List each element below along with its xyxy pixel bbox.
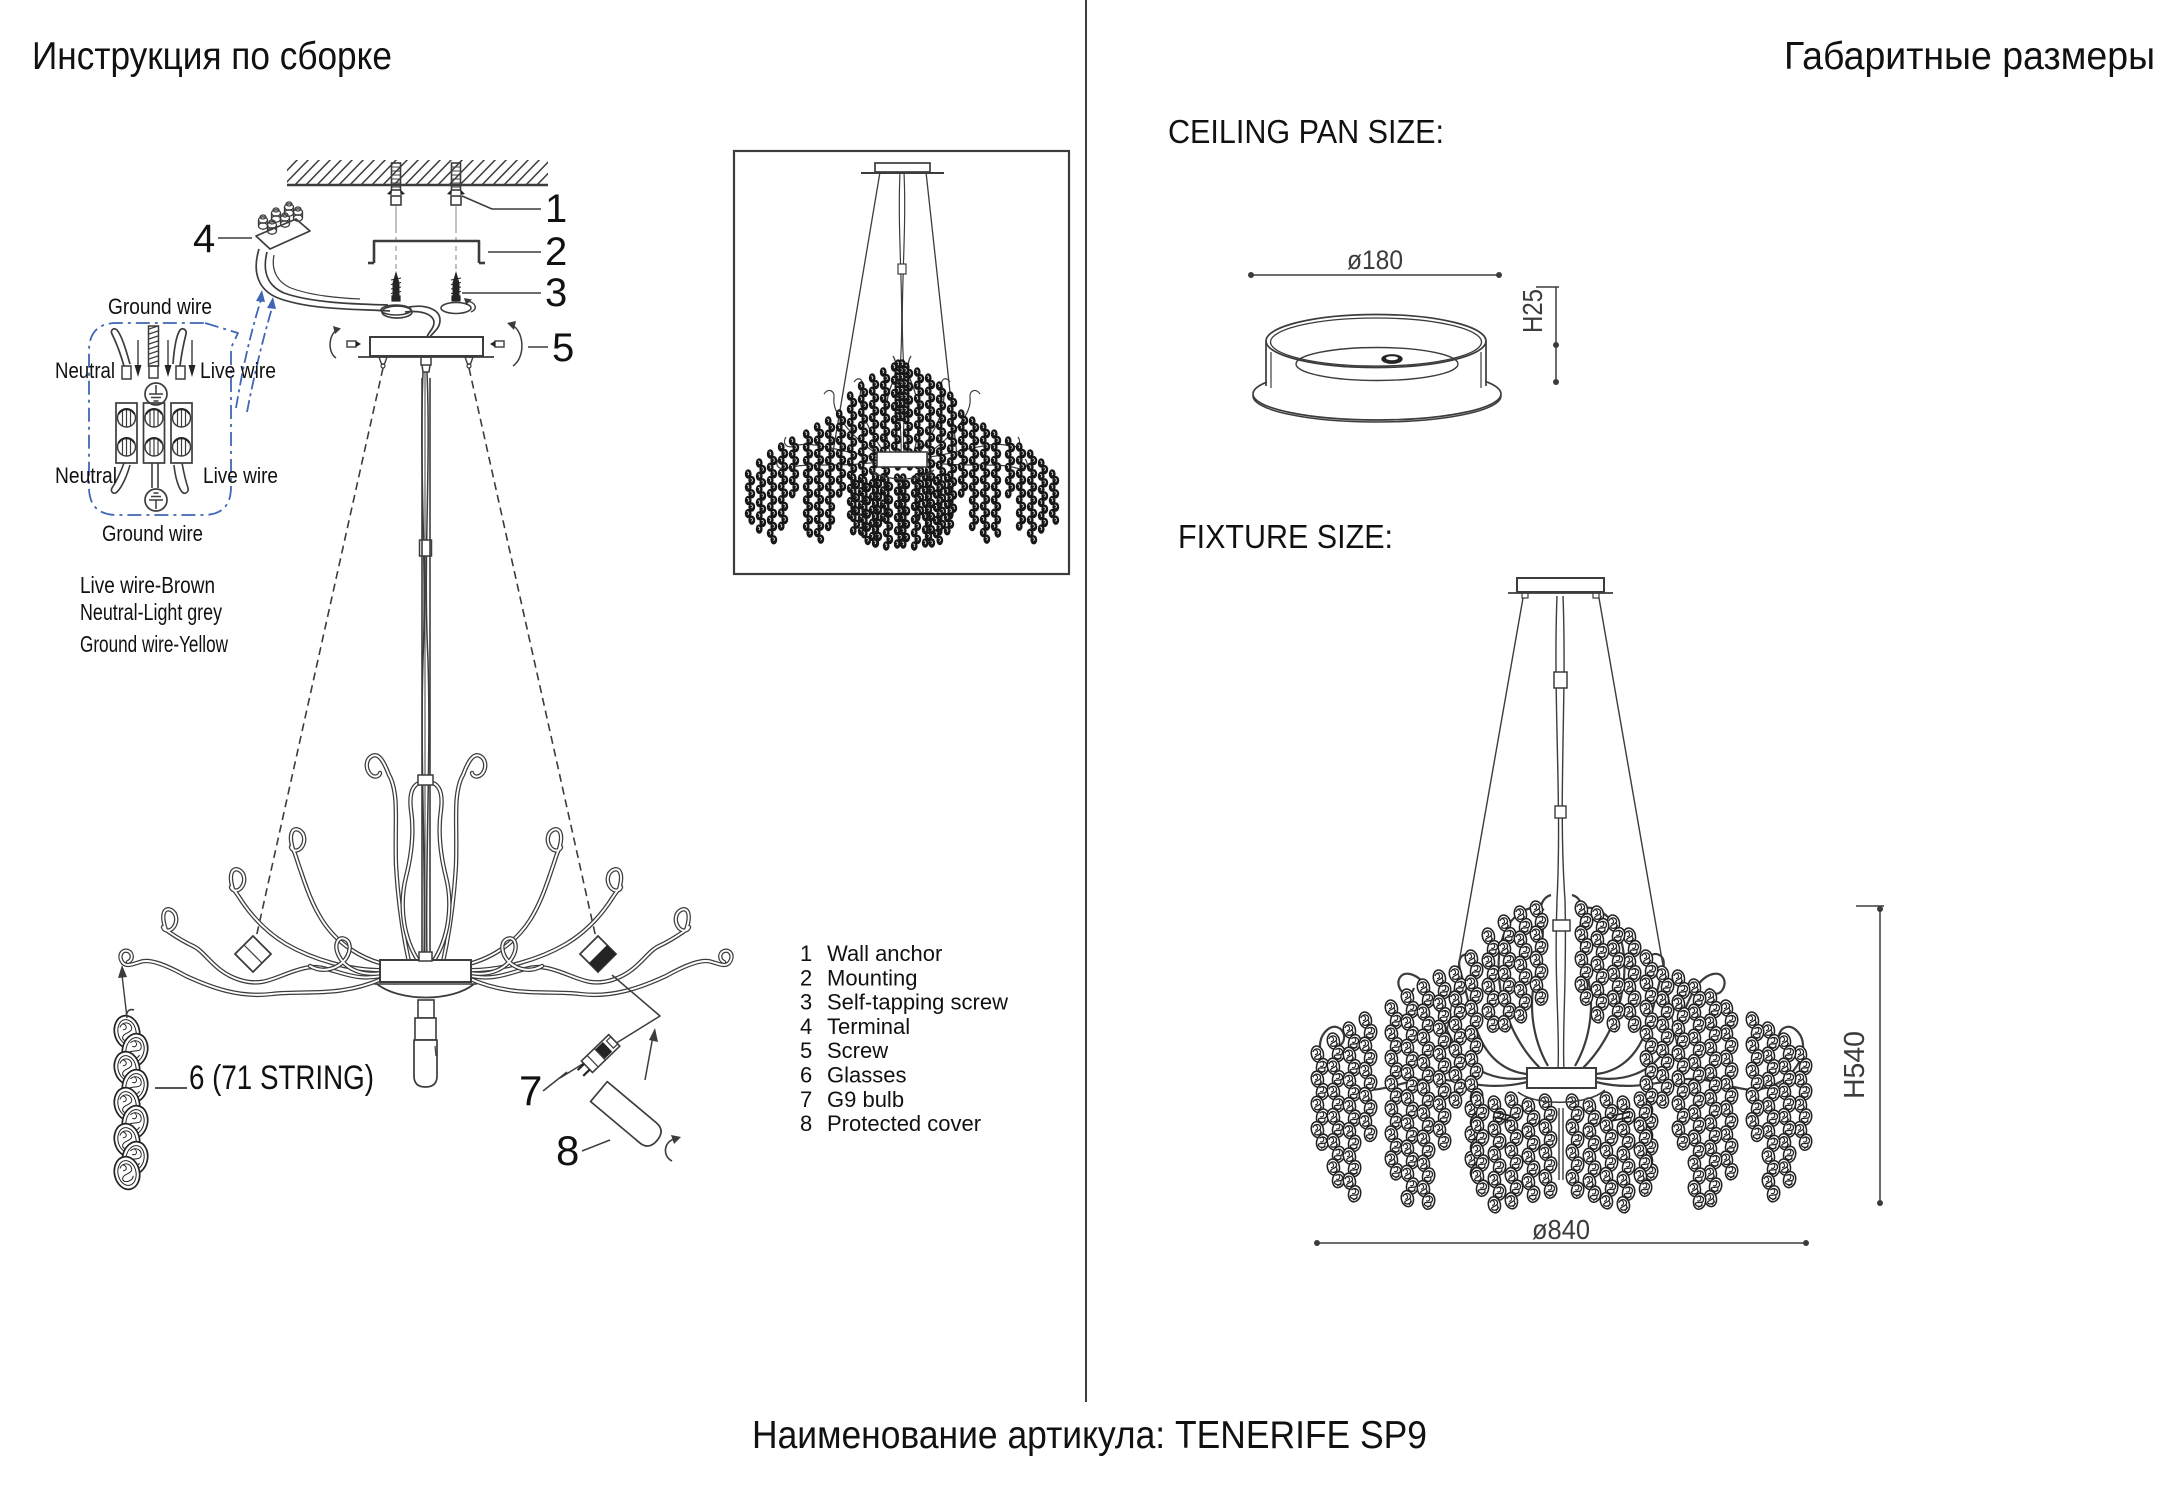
- svg-text:1: 1: [800, 941, 812, 966]
- svg-text:2: 2: [545, 230, 567, 274]
- svg-text:Neutral: Neutral: [55, 463, 117, 488]
- svg-text:Live wire: Live wire: [200, 358, 276, 383]
- svg-text:6: 6: [800, 1063, 812, 1088]
- svg-text:5: 5: [800, 1038, 812, 1063]
- svg-text:H25: H25: [1517, 289, 1548, 333]
- svg-text:Terminal: Terminal: [827, 1014, 910, 1039]
- svg-text:1: 1: [545, 187, 567, 231]
- svg-text:4: 4: [800, 1014, 812, 1039]
- svg-text:Наименование артикула: TENERIF: Наименование артикула: TENERIFE SP9: [752, 1414, 1427, 1457]
- svg-text:Ground wire: Ground wire: [108, 294, 212, 319]
- svg-text:7: 7: [800, 1087, 812, 1112]
- svg-text:Live wire: Live wire: [203, 463, 278, 488]
- svg-text:6 (71 STRING): 6 (71 STRING): [189, 1059, 374, 1097]
- svg-text:Wall anchor: Wall anchor: [827, 941, 942, 966]
- svg-text:ø180: ø180: [1347, 245, 1403, 275]
- svg-text:3: 3: [800, 990, 812, 1015]
- svg-text:7: 7: [519, 1067, 542, 1114]
- svg-text:G9 bulb: G9 bulb: [827, 1087, 904, 1112]
- svg-text:Ground wire: Ground wire: [102, 521, 203, 546]
- svg-text:Self-tapping screw: Self-tapping screw: [827, 990, 1008, 1015]
- svg-text:Live wire-Brown: Live wire-Brown: [80, 572, 215, 598]
- svg-text:3: 3: [545, 271, 567, 315]
- svg-text:FIXTURE SIZE:: FIXTURE SIZE:: [1178, 519, 1393, 556]
- svg-text:Neutral: Neutral: [55, 358, 115, 383]
- svg-text:CEILING PAN SIZE:: CEILING PAN SIZE:: [1168, 114, 1444, 151]
- svg-text:Protected cover: Protected cover: [827, 1111, 981, 1136]
- svg-text:H540: H540: [1839, 1031, 1871, 1099]
- svg-text:Screw: Screw: [827, 1038, 888, 1063]
- svg-text:Инструкция по сборке: Инструкция по сборке: [32, 35, 392, 78]
- svg-text:Neutral-Light grey: Neutral-Light grey: [80, 599, 222, 625]
- svg-text:Mounting: Mounting: [827, 965, 918, 990]
- svg-text:5: 5: [552, 326, 574, 370]
- svg-text:ø840: ø840: [1532, 1214, 1590, 1245]
- svg-text:Ground wire-Yellow: Ground wire-Yellow: [80, 631, 228, 657]
- svg-text:8: 8: [800, 1111, 812, 1136]
- svg-text:2: 2: [800, 965, 812, 990]
- svg-text:Glasses: Glasses: [827, 1063, 906, 1088]
- svg-text:Габаритные размеры: Габаритные размеры: [1784, 35, 2155, 78]
- svg-text:4: 4: [193, 217, 215, 261]
- svg-text:8: 8: [556, 1127, 579, 1174]
